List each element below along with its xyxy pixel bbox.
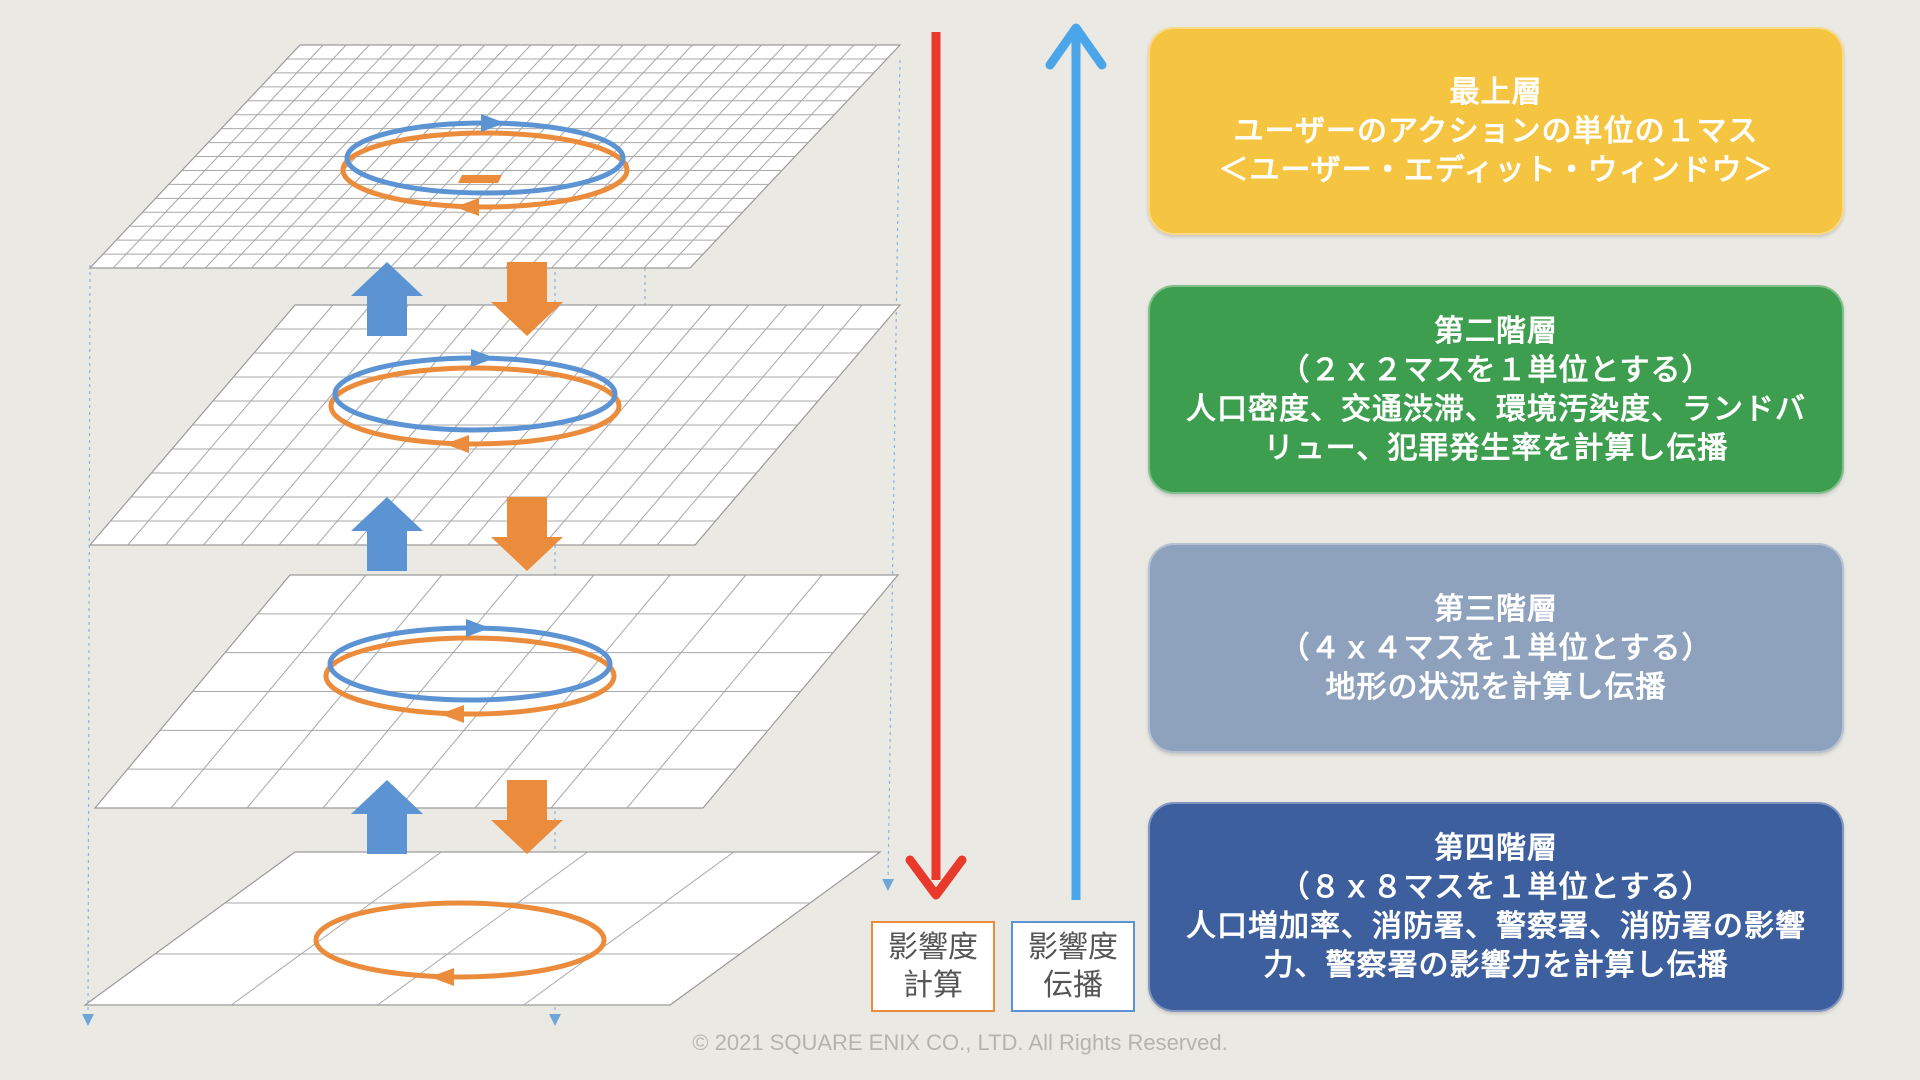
plane-fourth xyxy=(83,851,882,1006)
up-arrow-2 xyxy=(351,497,423,571)
blue-ring-arrowhead xyxy=(481,114,505,132)
plane-third xyxy=(93,574,900,809)
orange-ring xyxy=(313,900,607,980)
copyright-text: © 2021 SQUARE ENIX CO., LTD. All Rights … xyxy=(692,1030,1228,1055)
calc-arrow-head xyxy=(905,855,967,900)
down-arrow-3 xyxy=(491,780,563,854)
propagate-label: 影響度 伝播 xyxy=(1011,921,1135,1012)
cycle-fourth xyxy=(313,900,607,986)
down-arrow-2 xyxy=(491,497,563,571)
guide-line xyxy=(82,264,95,1026)
orange-ring xyxy=(323,635,617,717)
blue-ring-arrowhead xyxy=(466,619,490,637)
orange-ring-arrowhead xyxy=(445,435,469,453)
process-arrows xyxy=(905,23,1107,900)
layer-box-top: 最上層 ユーザーのアクションの単位の１マス ＜ユーザー・エディット・ウィンドウ＞ xyxy=(1148,27,1844,235)
cycle-rings xyxy=(313,114,630,986)
layer-title: 第二階層 xyxy=(1434,313,1558,349)
layer-title: 第三階層 xyxy=(1434,591,1558,627)
grid-line xyxy=(377,851,588,1006)
layer-line: リュー、犯罪発生率を計算し伝播 xyxy=(1263,430,1729,466)
blue-ring-arrowhead xyxy=(471,349,495,367)
layer-line: ユーザーのアクションの単位の１マス xyxy=(1233,113,1759,149)
cycle-third xyxy=(323,619,617,723)
layer-line: 地形の状況を計算し伝播 xyxy=(1325,669,1667,705)
cycle-second xyxy=(328,349,622,453)
layer-box-second: 第二階層 （２ｘ２マスを１単位とする） 人口密度、交通渋滞、環境汚染度、ランドバ… xyxy=(1148,285,1844,494)
layer-title: 第四階層 xyxy=(1434,831,1558,866)
orange-ring xyxy=(340,130,630,210)
calc-label: 影響度 計算 xyxy=(871,921,995,1012)
layer-line: 人口密度、交通渋滞、環境汚染度、ランドバ xyxy=(1186,391,1806,427)
cycle-top xyxy=(340,114,630,216)
grid-line xyxy=(523,851,735,1006)
layer-line: （８ｘ８マスを１単位とする） xyxy=(1279,870,1713,905)
layer-line: ＜ユーザー・エディット・ウィンドウ＞ xyxy=(1218,152,1774,188)
layer-title: 最上層 xyxy=(1449,74,1543,110)
plane-second xyxy=(88,304,902,546)
transfer-arrows xyxy=(351,262,563,854)
layer-box-third: 第三階層 （４ｘ４マスを１単位とする） 地形の状況を計算し伝播 xyxy=(1148,543,1844,753)
plane-top xyxy=(88,44,902,269)
down-arrow-1 xyxy=(491,262,563,336)
layer-line: 力、警察署の影響力を計算し伝播 xyxy=(1263,948,1729,983)
layer-line: （２ｘ２マスを１単位とする） xyxy=(1279,352,1713,388)
orange-ring-arrowhead xyxy=(455,198,479,216)
layer-box-fourth: 第四階層 （８ｘ８マスを１単位とする） 人口増加率、消防署、警察署、消防署の影響… xyxy=(1148,802,1844,1012)
orange-ring-arrowhead xyxy=(440,705,464,723)
orange-ring xyxy=(328,365,622,447)
layer-line: （４ｘ４マスを１単位とする） xyxy=(1279,630,1713,666)
layer-line: 人口増加率、消防署、警察署、消防署の影響 xyxy=(1186,909,1806,944)
guide-line xyxy=(882,59,901,891)
grid-planes xyxy=(83,44,902,1006)
up-arrow-1 xyxy=(351,262,423,336)
up-arrow-3 xyxy=(351,780,423,854)
propagate-arrow-head xyxy=(1045,23,1107,70)
orange-ring-arrowhead xyxy=(430,968,454,986)
grid-line xyxy=(230,851,442,1006)
selected-cell xyxy=(458,175,502,183)
